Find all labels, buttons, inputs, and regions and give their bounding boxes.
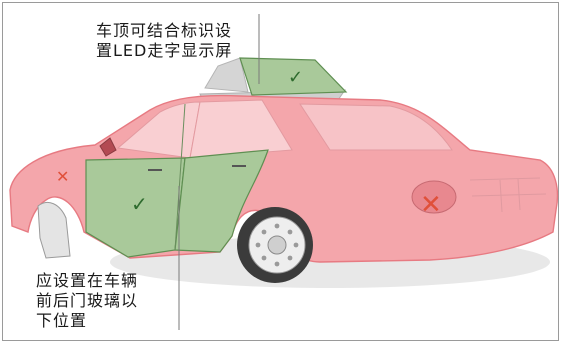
figure-border <box>2 2 559 341</box>
door-window-callout: 应设置在车辆 前后门玻璃以 下位置 <box>36 271 138 331</box>
tail-light <box>411 180 457 214</box>
rear-door-window <box>189 99 293 159</box>
door-seam-front <box>174 103 186 251</box>
door-window-callout-line-1: 应设置在车辆 <box>36 271 139 290</box>
door-window-callout-line-3: 下位置 <box>36 311 88 330</box>
rear-door-panel-zone <box>174 149 269 253</box>
door-window-callout-line-2: 前后门玻璃以 <box>36 291 139 310</box>
front-wheel <box>37 202 71 259</box>
roof-sign-zone <box>239 57 348 96</box>
rear-wheel <box>237 207 313 283</box>
check-mark-roof: ✓ <box>288 67 303 88</box>
cross-mark-front-fender: ✕ <box>56 167 69 186</box>
trunk-detail <box>469 177 547 213</box>
roof-sign-callout-line-2: 置LED走字显示屏 <box>96 41 233 60</box>
front-door-panel-zone <box>85 157 186 258</box>
roof-sign-callout: 车顶可结合标识设 置LED走字显示屏 <box>96 21 232 61</box>
rear-window <box>299 103 453 151</box>
roof-sign-callout-line-1: 车顶可结合标识设 <box>96 21 233 40</box>
side-mirror <box>99 137 117 157</box>
cross-mark-tail: ✕ <box>420 190 442 220</box>
check-mark-door: ✓ <box>131 192 148 216</box>
